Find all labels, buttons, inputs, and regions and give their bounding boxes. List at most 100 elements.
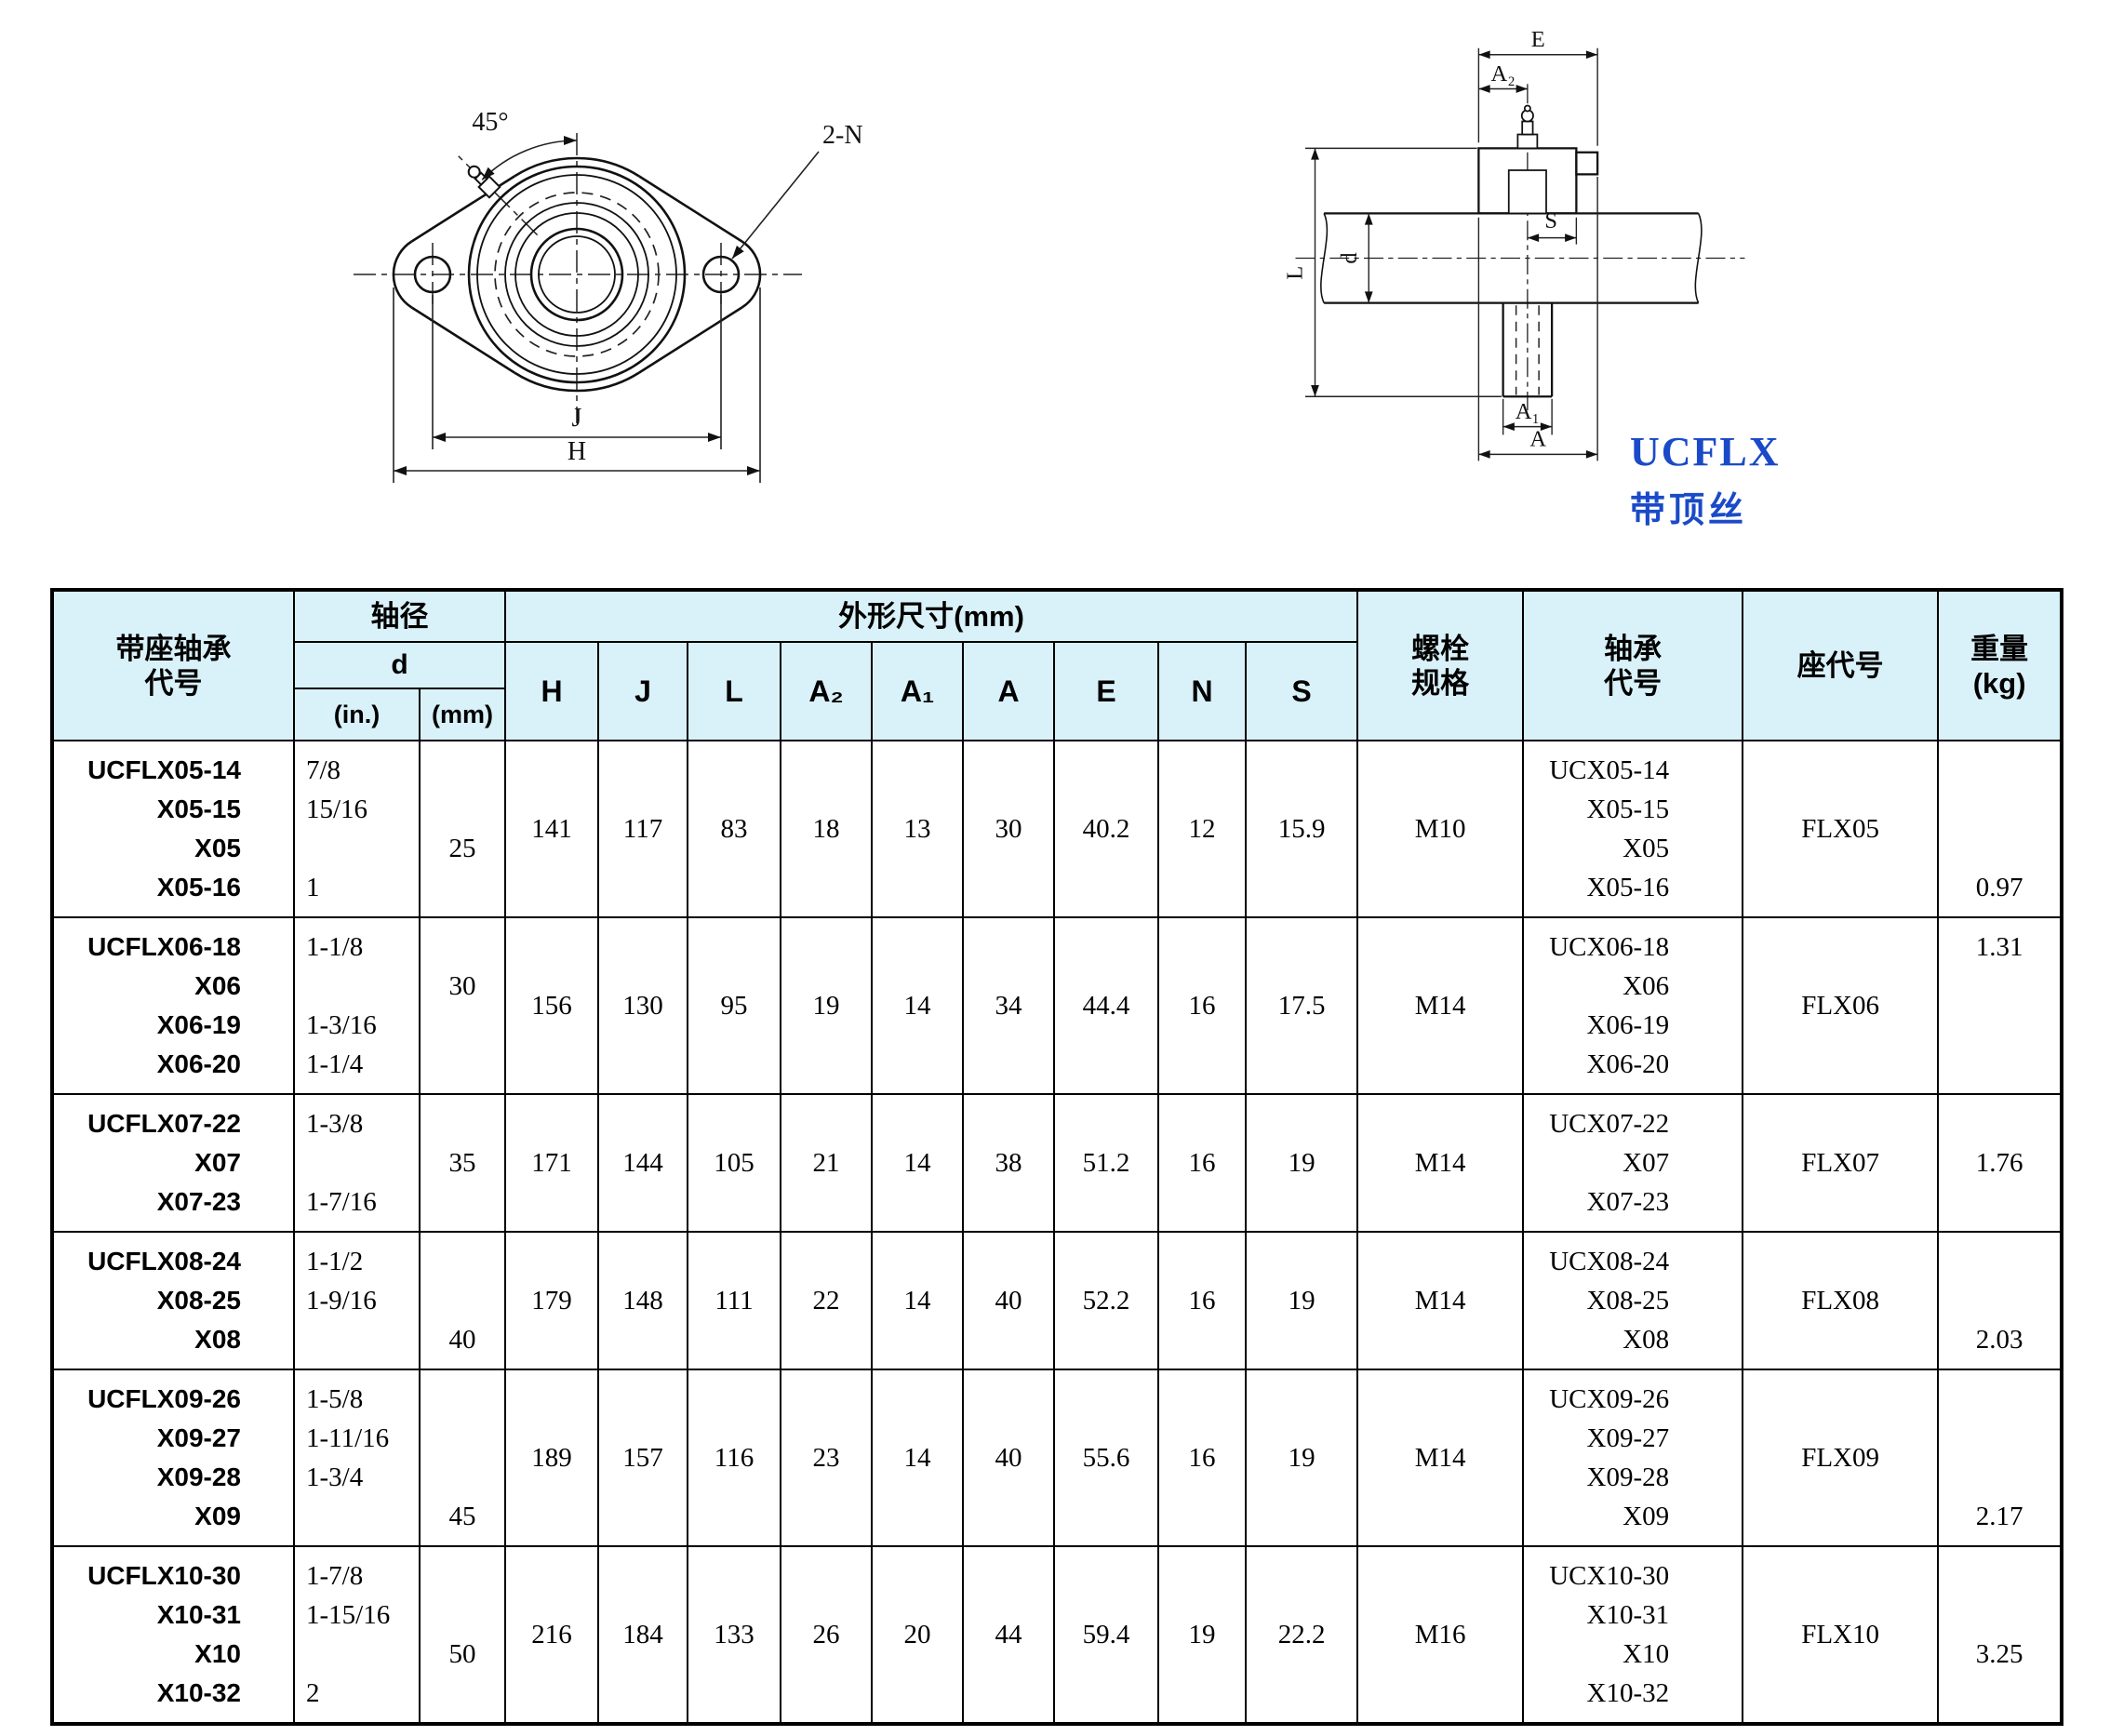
grease-fitting — [1516, 104, 1539, 150]
bearing-code-cell: UCX06-18 X06 X06-19 X06-20 — [1522, 916, 1744, 1095]
dim-S-cell: 15.9 — [1244, 740, 1359, 918]
header-shaft-dia: 轴径 — [293, 589, 506, 643]
dim-L-cell: 133 — [687, 1545, 781, 1725]
header-dim-A1: A₁ — [871, 641, 964, 741]
dim-A1-cell: 14 — [871, 916, 964, 1095]
unit-code-cell: UCFLX07-22 X07 X07-23 — [51, 1093, 295, 1233]
weight-cell: 3.25 — [1937, 1545, 2063, 1725]
spec-row: UCFLX10-30 X10-31 X10 X10-32 1-7/8 1-15/… — [51, 1545, 2063, 1725]
weight-cell: 2.17 — [1937, 1369, 2063, 1547]
dim-H-cell: 156 — [504, 916, 599, 1095]
dim-A-cell: 44 — [962, 1545, 1055, 1725]
spec-row: UCFLX05-14 X05-15 X05 X05-16 7/8 15/16 1… — [51, 740, 2063, 918]
header-weight: 重量 (kg) — [1937, 589, 2063, 741]
spec-row: UCFLX08-24 X08-25 X08 1-1/2 1-9/16 40 17… — [51, 1231, 2063, 1370]
dim-S-cell: 19 — [1244, 1093, 1359, 1233]
weight-cell: 1.31 — [1937, 916, 2063, 1095]
series-name: UCFLX — [1630, 429, 1781, 474]
header-dim-H: H — [504, 641, 599, 741]
dim-J-cell: 184 — [597, 1545, 688, 1725]
dim-H-cell: 179 — [504, 1231, 599, 1370]
dim-J-cell: 144 — [597, 1093, 688, 1233]
header-unit-code: 带座轴承 代号 — [51, 589, 295, 741]
dim-E-cell: 40.2 — [1053, 740, 1159, 918]
bolt-spec-cell: M14 — [1356, 1093, 1525, 1233]
header-dims-group: 外形尺寸(mm) — [503, 589, 1359, 643]
header-bearing-code: 轴承 代号 — [1522, 589, 1744, 741]
shaft-inch-cell: 1-7/8 1-15/16 2 — [293, 1545, 421, 1725]
shaft-mm-cell: 40 — [419, 1231, 506, 1370]
dim-N-cell: 12 — [1157, 740, 1247, 918]
shaft-inch-cell: 1-1/8 1-3/16 1-1/4 — [293, 916, 421, 1095]
dim-J-cell: 148 — [597, 1231, 688, 1370]
bearing-code-cell: UCX07-22 X07 X07-23 — [1522, 1093, 1744, 1233]
dim-l-label: L — [1283, 266, 1308, 280]
unit-code-cell: UCFLX10-30 X10-31 X10 X10-32 — [51, 1545, 295, 1725]
front-view-drawing: 45° 2-N J H — [354, 108, 863, 483]
dimension-A1: A₁ — [1502, 398, 1553, 435]
weight-cell: 1.76 — [1937, 1093, 2063, 1233]
dim-E-cell: 55.6 — [1053, 1369, 1159, 1547]
bolt-spec-cell: M14 — [1356, 1231, 1525, 1370]
header-dim-L: L — [687, 641, 781, 741]
housing-code-cell: FLX09 — [1742, 1369, 1940, 1547]
bolt-holes — [413, 255, 741, 294]
dimension-d: d — [1337, 213, 1373, 303]
spec-row: UCFLX09-26 X09-27 X09-28 X09 1-5/8 1-11/… — [51, 1369, 2063, 1547]
dimension-J: J — [432, 295, 722, 449]
dim-A1-cell: 14 — [871, 1369, 964, 1547]
bearing-code-cell: UCX10-30 X10-31 X10 X10-32 — [1522, 1545, 1744, 1725]
header-dim-A: A — [962, 641, 1055, 741]
dim-L-cell: 95 — [687, 916, 781, 1095]
set-screw — [1575, 151, 1599, 176]
header-d: d — [293, 641, 506, 689]
series-feature: 带顶丝 — [1630, 491, 1748, 530]
dim-E-cell: 51.2 — [1053, 1093, 1159, 1233]
shaft-inch-cell: 1-3/8 1-7/16 — [293, 1093, 421, 1233]
dim-L-cell: 116 — [687, 1369, 781, 1547]
angle-45-label: 45° — [472, 108, 508, 137]
shaft-mm-cell: 45 — [419, 1369, 506, 1547]
dim-h-label: H — [568, 437, 586, 466]
header-mm: (mm) — [419, 688, 506, 741]
dim-A-cell: 40 — [962, 1369, 1055, 1547]
dim-N-cell: 19 — [1157, 1545, 1247, 1725]
dimension-A: A — [1477, 177, 1598, 461]
dim-J-cell: 157 — [597, 1369, 688, 1547]
spec-row: UCFLX07-22 X07 X07-23 1-3/8 1-7/16 35 17… — [51, 1093, 2063, 1233]
center-lines — [354, 133, 802, 423]
bearing-rings — [467, 165, 687, 384]
dim-A2-cell: 18 — [780, 740, 873, 918]
dim-A2-cell: 19 — [780, 916, 873, 1095]
bolt-spec-cell: M14 — [1356, 916, 1525, 1095]
header-bolt: 螺栓 规格 — [1356, 589, 1525, 741]
dim-A-cell: 38 — [962, 1093, 1055, 1233]
dim-N-cell: 16 — [1157, 1369, 1247, 1547]
dim-a2-label: A₂ — [1491, 61, 1516, 87]
dim-A1-cell: 20 — [871, 1545, 964, 1725]
shaft-mm-cell: 35 — [419, 1093, 506, 1233]
dim-S-cell: 19 — [1244, 1231, 1359, 1370]
dimension-E: E — [1477, 27, 1598, 146]
dim-L-cell: 83 — [687, 740, 781, 918]
unit-code-cell: UCFLX08-24 X08-25 X08 — [51, 1231, 295, 1370]
dimension-table: 带座轴承 代号 轴径 外形尺寸(mm) 螺栓 规格 轴承 代号 座代号 重量 (… — [50, 588, 2064, 1726]
spec-row: UCFLX06-18 X06 X06-19 X06-20 1-1/8 1-3/1… — [51, 916, 2063, 1095]
bearing-code-cell: UCX05-14 X05-15 X05 X05-16 — [1522, 740, 1744, 918]
dimension-L: L — [1283, 147, 1502, 397]
dim-S-cell: 22.2 — [1244, 1545, 1359, 1725]
header-dim-S: S — [1244, 641, 1359, 741]
header-dim-E: E — [1053, 641, 1159, 741]
dimension-A2: A₂ — [1478, 61, 1528, 93]
housing-code-cell: FLX08 — [1742, 1231, 1940, 1370]
dim-N-cell: 16 — [1157, 1231, 1247, 1370]
flange-plate — [1502, 302, 1554, 398]
header-dim-A2: A₂ — [780, 641, 873, 741]
weight-cell: 2.03 — [1937, 1231, 2063, 1370]
header-dim-N: N — [1157, 641, 1247, 741]
dim-a-label: A — [1529, 427, 1546, 452]
dim-A2-cell: 22 — [780, 1231, 873, 1370]
dim-H-cell: 216 — [504, 1545, 599, 1725]
dim-E-cell: 52.2 — [1053, 1231, 1159, 1370]
shaft-mm-cell: 25 — [419, 740, 506, 918]
